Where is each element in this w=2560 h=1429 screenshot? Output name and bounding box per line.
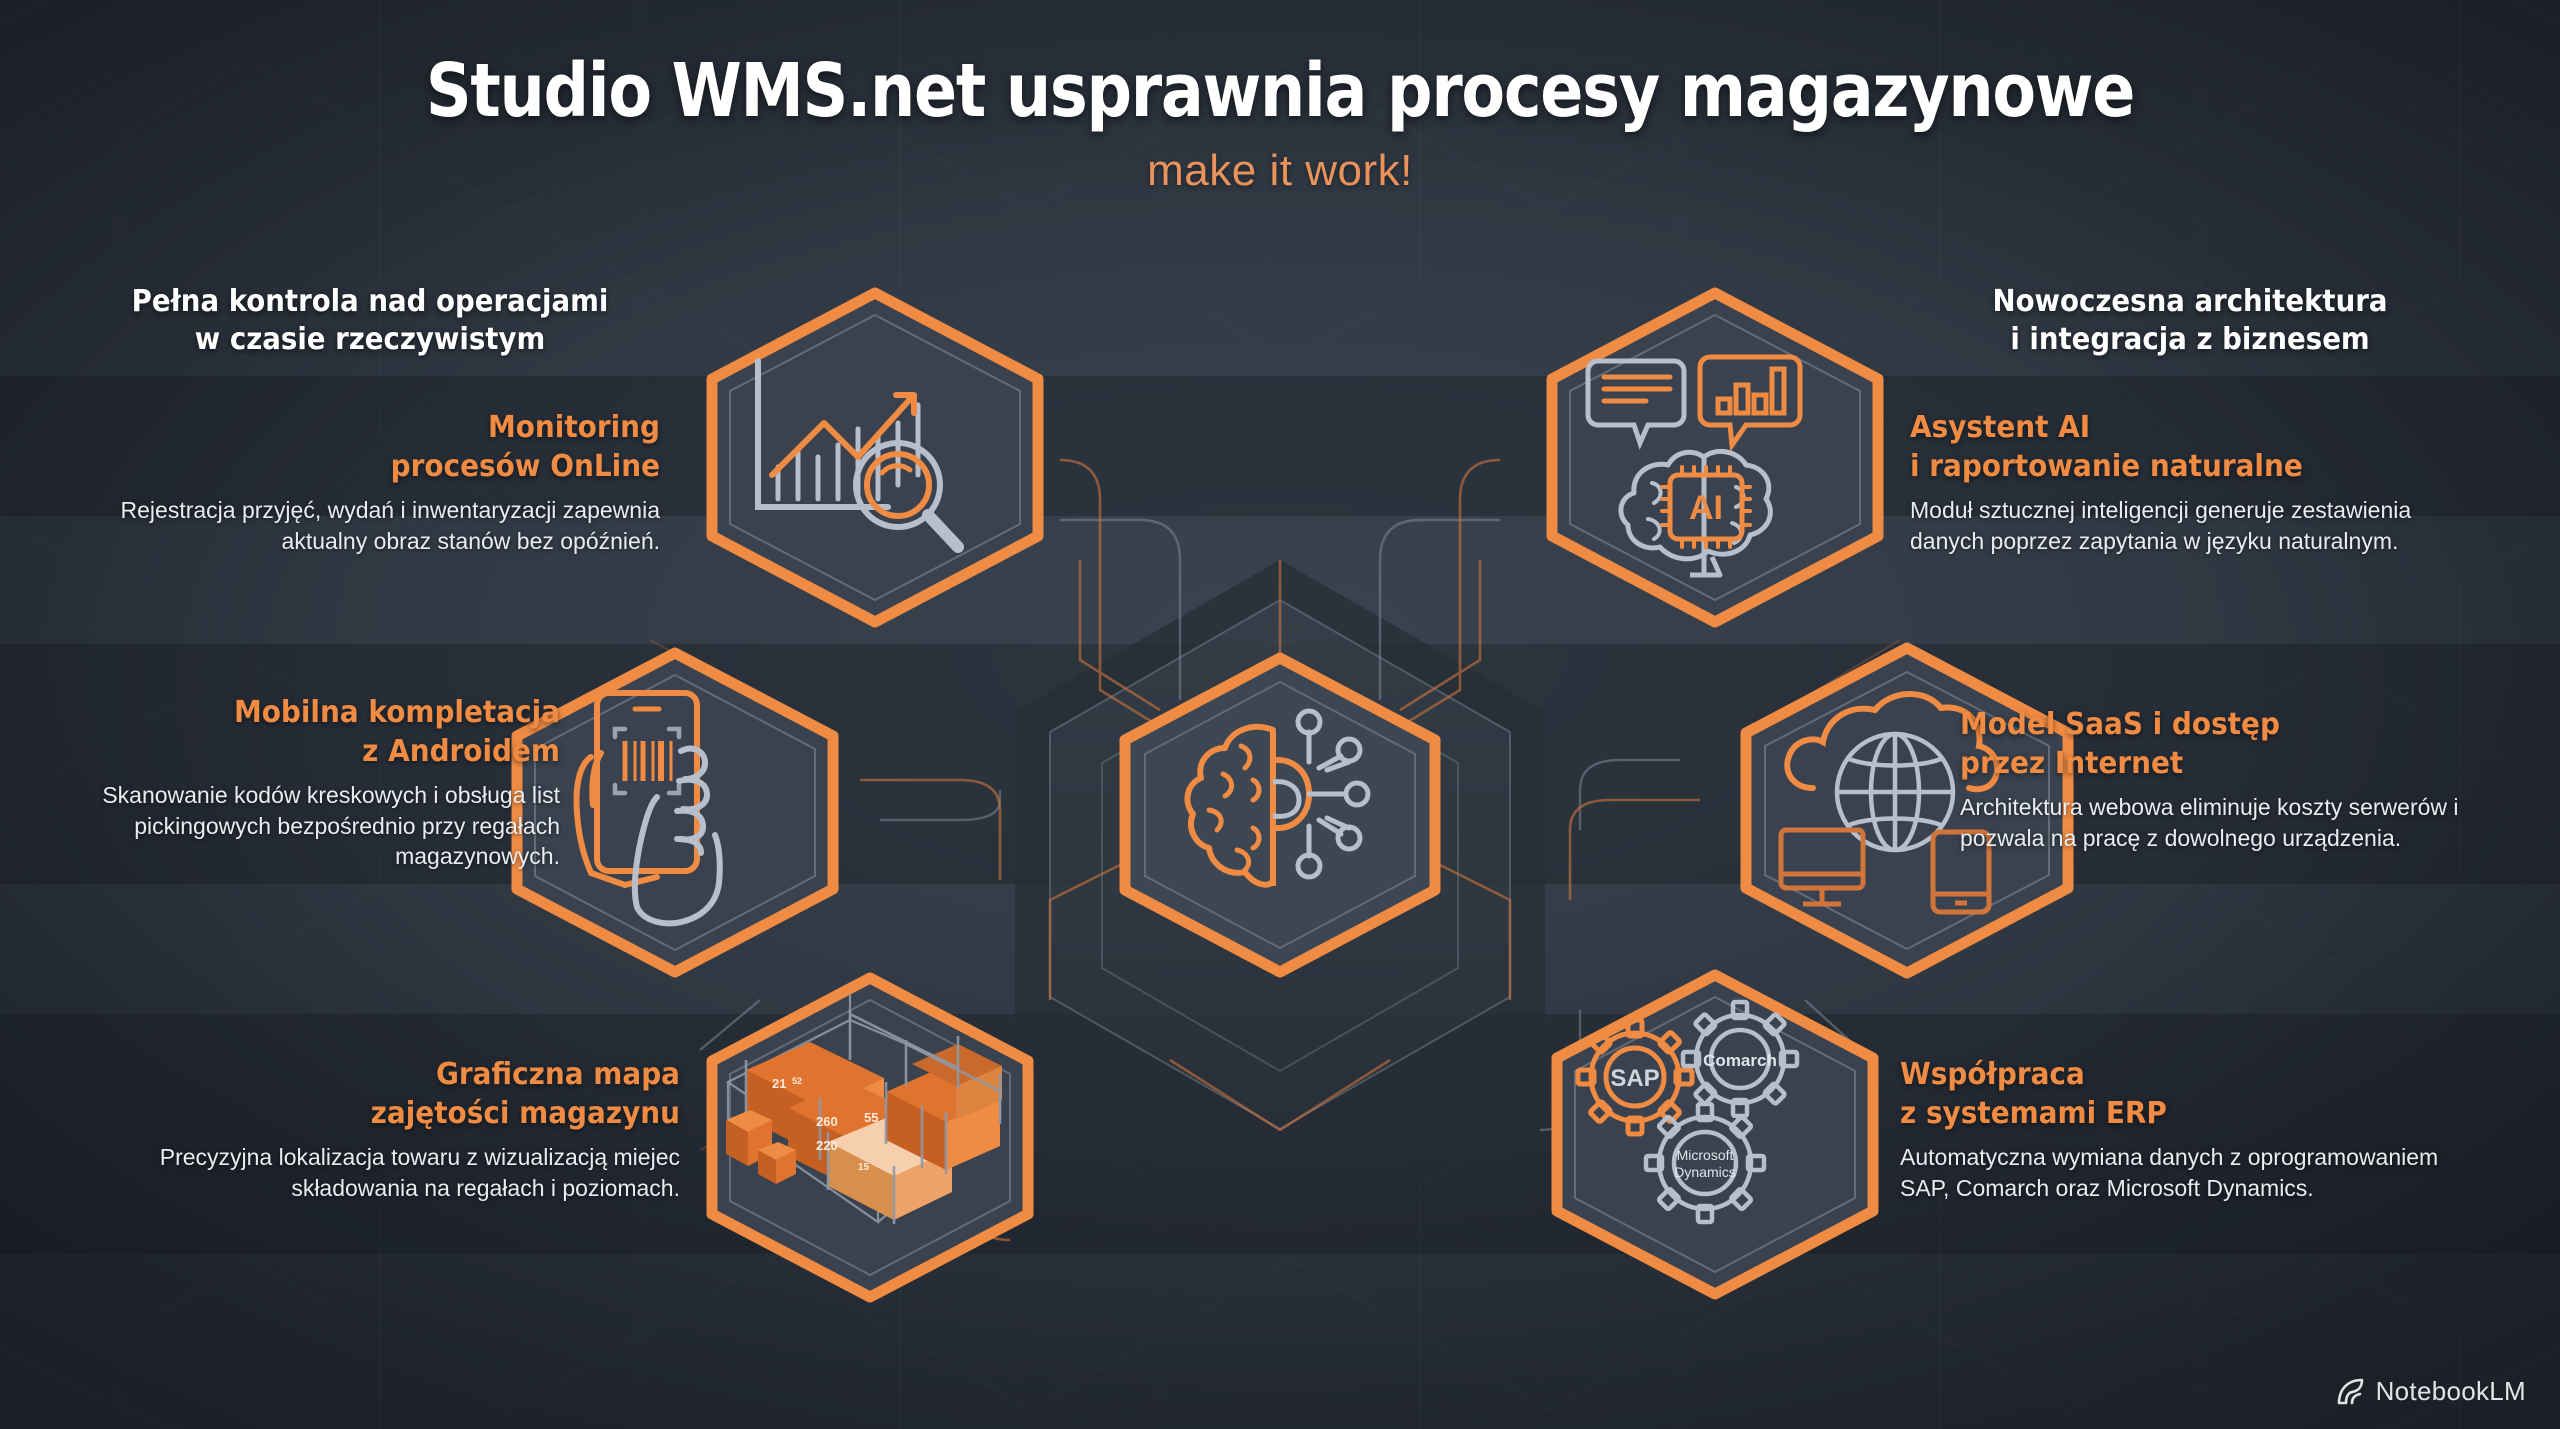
hex-erp[interactable]: SAP	[1545, 969, 1885, 1300]
warehouse-label-2: 260	[816, 1114, 838, 1129]
warehouse-label-1: 52	[792, 1076, 802, 1086]
section-heading-right-line2: i integracja z biznesem	[2010, 322, 2370, 358]
hex-ai[interactable]: AI	[1540, 285, 1890, 630]
feature-erp-title: Współpraca z systemami ERP	[1900, 1057, 2167, 1131]
header: Studio WMS.net usprawnia procesy magazyn…	[0, 0, 2560, 196]
section-heading-right: Nowoczesna architektura i integracja z b…	[1905, 283, 2475, 360]
hex-monitoring[interactable]	[700, 285, 1050, 630]
hex-warehouse[interactable]: 21 52 260 220 55 15	[700, 972, 1040, 1303]
feature-monitoring: Monitoring procesów OnLine Rejestracja p…	[120, 408, 660, 556]
section-heading-left-line2: w czasie rzeczywistym	[194, 322, 546, 358]
feature-erp: Współpraca z systemami ERP Automatyczna …	[1900, 1055, 2440, 1203]
section-heading-left-line1: Pełna kontrola nad operacjami	[131, 284, 609, 319]
feature-ai-description: Moduł sztucznej inteligencji generuje ze…	[1910, 497, 2412, 554]
warehouse-label-4: 55	[864, 1110, 878, 1125]
feature-saas: Model SaaS i dostęp przez Internet Archi…	[1960, 705, 2500, 853]
feature-ai: Asystent AI i raportowanie naturalne Mod…	[1910, 408, 2450, 556]
feature-mobile-title: Mobilna kompletacja z Androidem	[233, 695, 560, 769]
gear-label-dynamics-line2: Dynamics	[1674, 1164, 1735, 1180]
warehouse-label-5: 15	[858, 1162, 870, 1173]
gear-comarch: Comarch	[1680, 999, 1800, 1119]
watermark: NotebookLM	[2336, 1376, 2526, 1407]
feature-erp-description: Automatyczna wymiana danych z oprogramow…	[1900, 1144, 2439, 1201]
feature-mobile-description: Skanowanie kodów kreskowych i obsługa li…	[102, 782, 560, 870]
section-heading-left: Pełna kontrola nad operacjami w czasie r…	[85, 283, 655, 360]
feature-saas-description: Architektura webowa eliminuje koszty ser…	[1960, 794, 2459, 851]
page-title: Studio WMS.net usprawnia procesy magazyn…	[425, 48, 2136, 134]
section-heading-right-line1: Nowoczesna architektura	[1992, 284, 2388, 319]
feature-map-title: Graficzna mapa zajętości magazynu	[370, 1057, 680, 1131]
watermark-label: NotebookLM	[2375, 1376, 2526, 1406]
warehouse-label-0: 21	[772, 1076, 786, 1091]
page-subtitle: make it work!	[1147, 146, 1413, 195]
feature-map: Graficzna mapa zajętości magazynu Precyz…	[140, 1055, 680, 1203]
feature-monitoring-title: Monitoring procesów OnLine	[390, 410, 660, 484]
feature-monitoring-description: Rejestracja przyjęć, wydań i inwentaryza…	[120, 497, 660, 554]
gear-label-comarch: Comarch	[1703, 1051, 1777, 1070]
feature-map-description: Precyzyjna lokalizacja towaru z wizualiz…	[159, 1144, 680, 1201]
feature-mobile: Mobilna kompletacja z Androidem Skanowan…	[20, 693, 560, 872]
feature-saas-title: Model SaaS i dostęp przez Internet	[1960, 707, 2280, 781]
feature-ai-title: Asystent AI i raportowanie naturalne	[1910, 410, 2303, 484]
gear-label-dynamics-line1: Microsoft	[1677, 1147, 1734, 1163]
hex-center-brain[interactable]	[1113, 650, 1448, 980]
notebooklm-spiral-icon	[2337, 1378, 2363, 1404]
gear-sap: SAP	[1575, 1017, 1695, 1137]
gear-label-sap: SAP	[1610, 1065, 1659, 1092]
ai-chip-label: AI	[1689, 489, 1723, 527]
warehouse-label-3: 220	[816, 1138, 838, 1153]
